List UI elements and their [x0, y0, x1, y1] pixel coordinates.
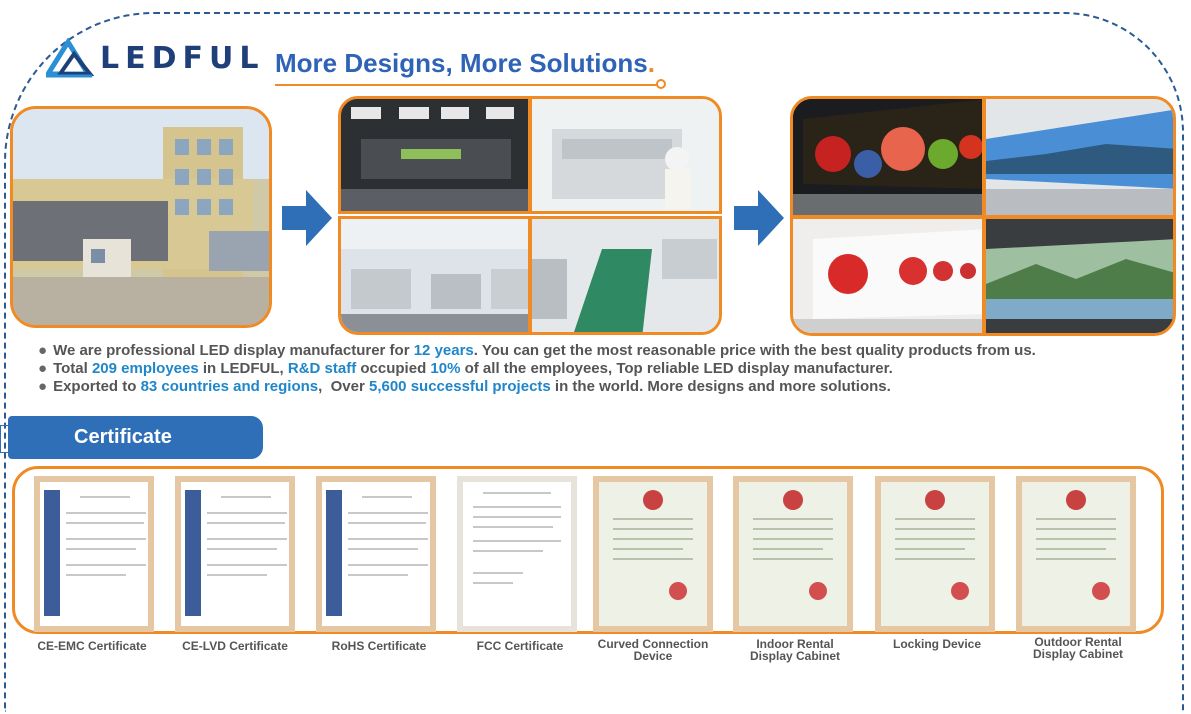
assembly-line-image: [532, 219, 719, 332]
assembly-line-photo: [529, 216, 722, 335]
smt-machine-image: [341, 99, 528, 211]
smt-machine-photo: [338, 96, 531, 214]
slogan-text: More Designs, More Solutions: [275, 48, 648, 78]
bullet-text: . You can get the most reasonable price …: [473, 342, 1036, 359]
cert-label-fcc: FCC Certificate: [476, 639, 564, 653]
workshop-photo: [338, 216, 531, 335]
bullet-highlight: R&D staff: [287, 360, 357, 377]
landscape-display-image: [986, 99, 1173, 215]
cert-label-line: Display Cabinet: [1032, 647, 1124, 661]
bullet-line: ● Total 209 employees in LEDFUL, R&D staf…: [38, 360, 1036, 378]
cert-label-line: Indoor Rental: [756, 637, 834, 651]
strawberry-display-image: [793, 219, 982, 333]
cert-label-line: Display Cabinet: [749, 649, 841, 663]
bullet-highlight: 5,600 successful projects: [368, 378, 551, 395]
mountain-display-image: [986, 219, 1173, 333]
certificate-heading: Certificate: [8, 416, 263, 459]
arrow-right-icon-2: [734, 190, 784, 246]
slogan-underline-end: [656, 79, 666, 89]
ce-emc-certificate-image: [34, 476, 154, 632]
bullet-text: occupied: [356, 360, 431, 377]
company-bullets: ● We are professional LED display manufac…: [38, 342, 1036, 396]
mountain-display-photo: [983, 216, 1176, 336]
bullet-highlight: 10%: [430, 360, 461, 377]
reflow-oven-image: [532, 99, 719, 211]
bullet-line: ● We are professional LED display manufac…: [38, 342, 1036, 360]
cert-label-line: Curved Connection: [597, 637, 709, 651]
cert-label-line: Device: [633, 649, 673, 663]
certificate-frame: [12, 466, 1164, 634]
bullet-text: , Over: [318, 378, 369, 395]
dashed-border: [4, 12, 1184, 712]
factory-building-photo: [10, 106, 272, 328]
bullet-text: Exported to: [53, 378, 141, 395]
cert-label-ce-lvd: CE-LVD Certificate: [182, 639, 288, 653]
bullet-highlight: 209 employees: [91, 360, 199, 377]
fcc-certificate-image: [457, 476, 577, 632]
cert-label-locking-device: Locking Device: [892, 637, 982, 651]
bullet-dot-icon: ●: [38, 342, 48, 359]
fruit-display-photo: [790, 96, 985, 218]
logo-text: LEDFUL: [100, 40, 265, 76]
reflow-oven-photo: [529, 96, 722, 214]
ledful-logo: LEDFUL: [46, 38, 264, 78]
bullet-dot-icon: ●: [38, 360, 48, 377]
outdoor-rental-cabinet-patent-image: [1016, 476, 1136, 632]
locking-device-patent-image: [875, 476, 995, 632]
bullet-line: ● Exported to 83 countries and regions, O…: [38, 378, 1036, 396]
cert-label-rohs: RoHS Certificate: [331, 639, 427, 653]
bullet-text: in the world. More designs and more solu…: [550, 378, 891, 395]
cert-label-ce-emc: CE-EMC Certificate: [37, 639, 147, 653]
bullet-highlight: 12 years: [413, 342, 474, 359]
rohs-certificate-image: [316, 476, 436, 632]
landscape-display-photo: [983, 96, 1176, 218]
slogan: More Designs, More Solutions.: [275, 48, 655, 79]
workshop-image: [341, 219, 528, 332]
strawberry-display-photo: [790, 216, 985, 336]
bullet-dot-icon: ●: [38, 378, 48, 395]
curved-connection-patent-image: [593, 476, 713, 632]
slogan-dot: .: [647, 48, 655, 78]
certificate-tab-bracket: [0, 425, 12, 453]
bullet-text: in LEDFUL,: [198, 360, 288, 377]
ce-lvd-certificate-image: [175, 476, 295, 632]
arrow-right-icon: [282, 190, 332, 246]
indoor-rental-cabinet-patent-image: [733, 476, 853, 632]
bullet-highlight: 83 countries and regions: [140, 378, 319, 395]
cert-label-line: Outdoor Rental: [1034, 635, 1122, 649]
bullet-text: Total: [53, 360, 92, 377]
logo-triangle-icon: [46, 38, 94, 78]
bullet-text: We are professional LED display manufact…: [53, 342, 414, 359]
factory-building-image: [13, 109, 269, 325]
fruit-display-image: [793, 99, 982, 215]
bullet-text: of all the employees, Top reliable LED d…: [460, 360, 893, 377]
slogan-underline: [275, 84, 660, 86]
